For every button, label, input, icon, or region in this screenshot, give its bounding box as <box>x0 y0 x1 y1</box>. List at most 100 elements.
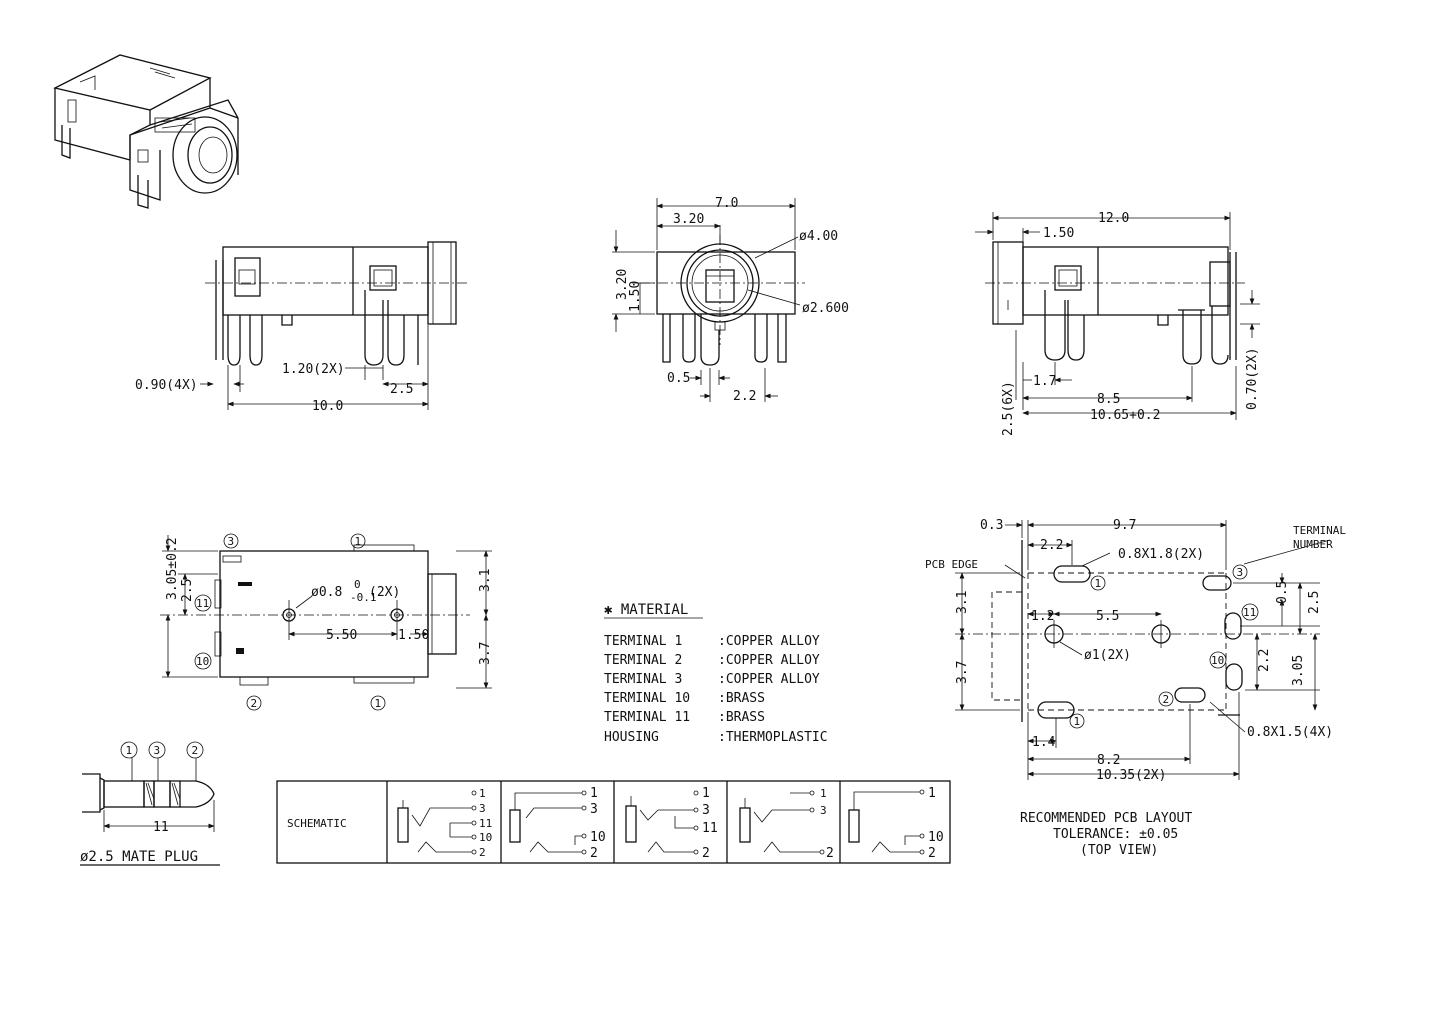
bottom-right-top-dim: 3.1 <box>478 569 493 592</box>
pcb-d14-dim: 1.4 <box>1032 735 1056 750</box>
pcb-balloon-t11: 11 <box>1241 603 1259 621</box>
pcb-slot-big-dim: 0.8X1.8(2X) <box>1118 547 1204 562</box>
plug-balloon-t1: 1 <box>120 741 138 759</box>
svg-text:1: 1 <box>1074 715 1081 728</box>
plug-balloon-t2: 2 <box>186 741 204 759</box>
schematic-terminal: 11 <box>479 817 492 830</box>
schematic-terminal: 2 <box>702 846 710 861</box>
balloon-t10: 10 <box>194 652 212 670</box>
svg-text:1: 1 <box>375 697 382 710</box>
schematic-table: SCHEMATIC 1 3 11 10 2 <box>276 780 951 864</box>
bottom-hole-edge: 1.50 <box>398 628 429 643</box>
pcb-balloon-t3: 3 <box>1232 564 1248 580</box>
svg-text:10: 10 <box>196 655 209 668</box>
material-row-value: :BRASS <box>718 710 765 725</box>
material-row-value: :COPPER ALLOY <box>718 634 820 649</box>
bottom-hole-count: (2X) <box>369 585 400 600</box>
front-pin-pitch-dim: 1.20(2X) <box>282 362 345 377</box>
back-offset-dim: 1.50 <box>1043 226 1074 241</box>
material-row-name: TERMINAL 3 <box>604 672 682 687</box>
schematic-terminal: 2 <box>826 846 834 861</box>
pcb-d55-dim: 5.5 <box>1096 609 1119 624</box>
balloon-t3: 3 <box>223 533 239 549</box>
pcb-caption-line2: TOLERANCE: ±0.05 <box>1053 827 1178 842</box>
svg-text:11: 11 <box>196 597 209 610</box>
schematic-variant-2: 1 3 10 2 <box>509 786 606 861</box>
bottom-hole-tol-top: 0 <box>354 578 361 591</box>
schematic-terminal: 11 <box>702 821 718 836</box>
material-row-value: :COPPER ALLOY <box>718 672 820 687</box>
schematic-terminal: 2 <box>590 846 598 861</box>
svg-text:2: 2 <box>192 744 199 757</box>
material-table: ✱ MATERIAL TERMINAL 1 :COPPER ALLOY TERM… <box>604 602 828 745</box>
svg-text:10: 10 <box>1211 654 1224 667</box>
schematic-terminal: 1 <box>590 786 598 801</box>
front-length-dim: 10.0 <box>312 399 343 414</box>
back-pin-span-dim: 8.5 <box>1097 392 1120 407</box>
pcb-d22-dim: 2.2 <box>1040 538 1063 553</box>
schematic-terminal: 1 <box>928 786 936 801</box>
pcb-r22-dim: 2.2 <box>1257 649 1272 672</box>
svg-text:2: 2 <box>251 697 258 710</box>
schematic-terminal: 10 <box>479 831 492 844</box>
isometric-view <box>53 54 239 209</box>
pcb-terminal-number-label: TERMINAL <box>1293 524 1346 537</box>
svg-text:3: 3 <box>228 535 235 548</box>
material-row-value: :BRASS <box>718 691 765 706</box>
svg-text:1: 1 <box>355 535 362 548</box>
pcb-caption: RECOMMENDED PCB LAYOUT TOLERANCE: ±0.05 … <box>1020 811 1192 858</box>
schematic-terminal: 1 <box>479 787 486 800</box>
pcb-balloon-t1-top: 1 <box>1090 575 1106 591</box>
end-halfwidth-dim: 3.20 <box>673 212 704 227</box>
schematic-terminal: 10 <box>590 830 606 845</box>
pcb-balloon-t10: 10 <box>1209 651 1227 669</box>
schematic-variant-5: 1 10 2 <box>848 786 944 861</box>
pcb-balloon-t1-bottom: 1 <box>1069 713 1085 729</box>
back-pin-width-dim: 0.70(2X) <box>1245 347 1260 410</box>
bottom-hole-tol-bottom: -0.1 <box>350 591 377 604</box>
pcb-balloon-t2: 2 <box>1158 691 1174 707</box>
schematic-terminal: 2 <box>479 846 486 859</box>
front-view: 0.90(4X) 1.20(2X) 2.5 10.0 <box>135 241 470 414</box>
material-row-name: TERMINAL 1 <box>604 634 682 649</box>
balloon-t1-bottom: 1 <box>370 695 386 711</box>
end-center-height-dim: 1.50 <box>628 281 643 312</box>
schematic-label: SCHEMATIC <box>287 817 347 830</box>
plug-balloon-t3: 3 <box>148 741 166 759</box>
material-row-name: TERMINAL 10 <box>604 691 690 706</box>
pcb-caption-line3: (TOP VIEW) <box>1080 843 1158 858</box>
bottom-hole-dim: ø0.8 <box>311 585 342 600</box>
balloon-t1-top: 1 <box>350 533 366 549</box>
end-width-dim: 7.0 <box>715 196 738 211</box>
svg-text:3: 3 <box>1237 566 1244 579</box>
end-pin-span-dim: 2.2 <box>733 389 756 404</box>
back-length-dim: 12.0 <box>1098 211 1129 226</box>
end-height-dim: 3.20 <box>615 269 630 300</box>
svg-text:3: 3 <box>154 744 161 757</box>
pcb-caption-line1: RECOMMENDED PCB LAYOUT <box>1020 811 1192 826</box>
material-title: ✱ MATERIAL <box>604 602 688 618</box>
front-offset-dim: 2.5 <box>390 382 413 397</box>
schematic-terminal: 10 <box>928 830 944 845</box>
balloon-t11: 11 <box>194 594 212 612</box>
bottom-view: 3.05±0.2 2.5 ø0.8 0 -0.1 (2X) 5.50 1.50 … <box>160 533 493 711</box>
plug-caption: ø2.5 MATE PLUG <box>80 849 198 865</box>
schematic-terminal: 3 <box>590 802 598 817</box>
pcb-d1035-dim: 10.35(2X) <box>1096 768 1166 783</box>
pcb-layout: 1 3 11 10 2 1 <box>925 518 1346 783</box>
balloon-t2: 2 <box>246 695 262 711</box>
schematic-terminal: 1 <box>820 787 827 800</box>
svg-text:1: 1 <box>126 744 133 757</box>
bottom-dim-25: 2.5 <box>180 579 195 602</box>
material-row-name: TERMINAL 11 <box>604 710 690 725</box>
pcb-slot-small-dim: 0.8X1.5(4X) <box>1247 725 1333 740</box>
schematic-terminal: 3 <box>820 804 827 817</box>
pcb-d82-dim: 8.2 <box>1097 753 1120 768</box>
pcb-length-dim: 9.7 <box>1113 518 1136 533</box>
back-pin-offset-dim: 1.7 <box>1033 374 1056 389</box>
svg-text:2: 2 <box>1163 693 1170 706</box>
pcb-terminal-number-label: NUMBER <box>1293 538 1333 551</box>
bottom-dim-305: 3.05±0.2 <box>165 537 180 600</box>
material-row-value: :COPPER ALLOY <box>718 653 820 668</box>
